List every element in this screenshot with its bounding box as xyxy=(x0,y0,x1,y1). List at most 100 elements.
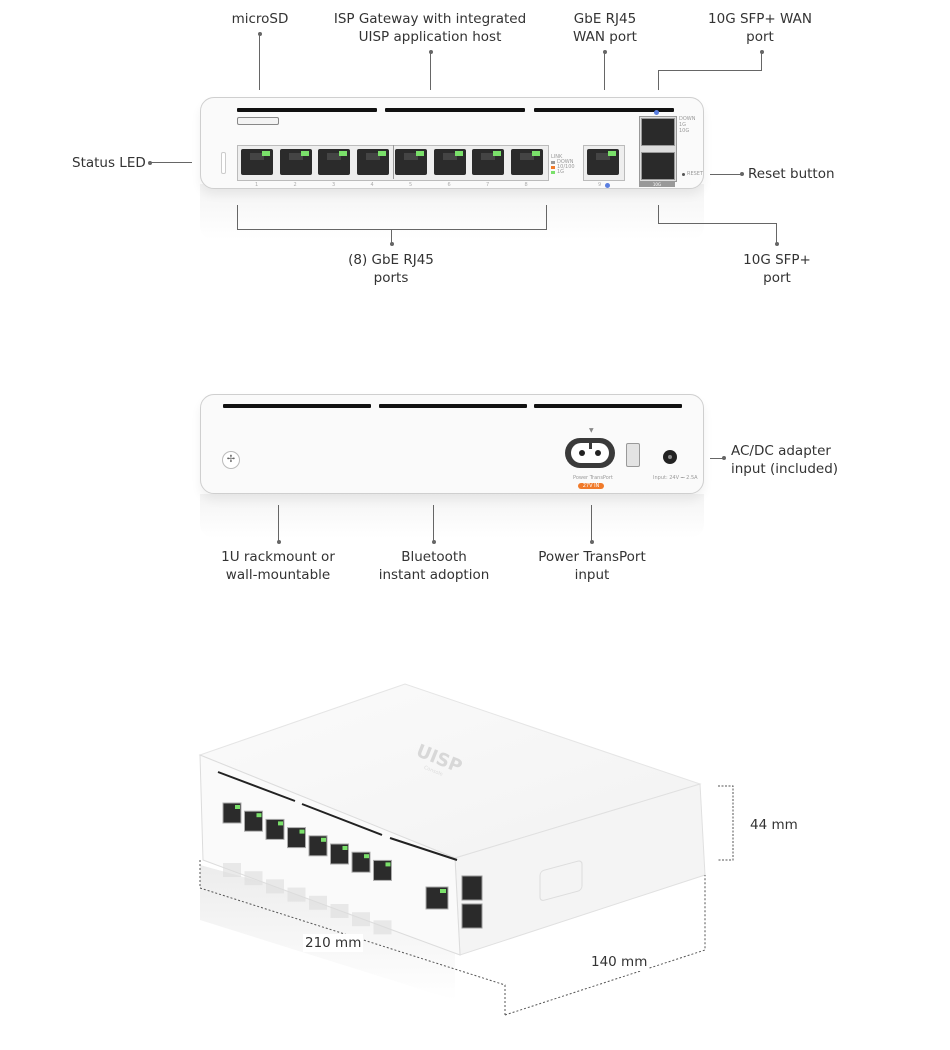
callout-transport: Power TransPort input xyxy=(538,549,646,583)
iso-port-led xyxy=(364,854,369,859)
iso-sfp-wan-port xyxy=(461,875,483,901)
callout-rj45-ports: (8) GbE RJ45 ports xyxy=(348,252,434,286)
dc-input-jack[interactable] xyxy=(663,450,677,464)
iso-port-reflection xyxy=(352,912,370,927)
rj45-port[interactable] xyxy=(395,149,427,175)
iso-port-led xyxy=(342,846,348,850)
callout-line xyxy=(658,70,762,71)
callout-line xyxy=(604,52,605,90)
callout-isp-gateway: ISP Gateway with integrated UISP applica… xyxy=(333,11,527,45)
wan-rj45-port[interactable] xyxy=(587,149,619,175)
vent-slot xyxy=(389,837,458,861)
rj45-port[interactable] xyxy=(472,149,504,175)
rj45-port[interactable] xyxy=(241,149,273,175)
iso-port-led xyxy=(385,862,391,867)
callout-line xyxy=(433,505,434,541)
callout-line xyxy=(430,52,431,90)
callout-bluetooth: Bluetooth instant adoption xyxy=(378,549,490,583)
port-number: 5 xyxy=(409,182,413,188)
iso-port-led xyxy=(256,813,262,818)
vent-slot xyxy=(534,404,682,408)
dimension-height-line xyxy=(718,785,734,861)
iso-port-reflection xyxy=(287,887,306,902)
callout-rackmount: 1U rackmount or wall-mountable xyxy=(221,549,335,583)
callout-line xyxy=(391,229,392,243)
callout-line xyxy=(710,174,742,175)
transport-label: Power TransPort xyxy=(573,475,613,481)
vent-slot xyxy=(379,404,527,408)
vent-slot xyxy=(223,404,371,408)
port-group-divider xyxy=(393,145,394,179)
bluetooth-button[interactable]: ✢ xyxy=(222,451,240,469)
iso-port-reflection xyxy=(330,904,349,918)
iso-port-reflection xyxy=(373,920,392,935)
iso-port-reflection xyxy=(266,879,284,894)
side-label-plate xyxy=(539,860,583,901)
power-transport-input[interactable] xyxy=(565,438,615,468)
transport-arrow-icon: ▼ xyxy=(589,427,594,434)
iso-port-reflection xyxy=(223,863,241,877)
rj45-port[interactable] xyxy=(318,149,350,175)
usb-port[interactable] xyxy=(626,443,640,467)
callout-line xyxy=(710,458,724,459)
dimension-depth-line xyxy=(504,875,706,1016)
callout-dot xyxy=(760,50,764,54)
callout-dot xyxy=(148,161,152,165)
callout-line xyxy=(776,223,777,243)
rj45-port[interactable] xyxy=(356,149,389,175)
port-number: 4 xyxy=(370,182,374,188)
callout-reset-button: Reset button xyxy=(748,166,835,182)
dimension-height: 44 mm xyxy=(750,817,798,833)
wan-port-number: 9 xyxy=(598,182,602,188)
callout-sfp-port: 10G SFP+ port xyxy=(743,252,811,286)
iso-port-reflection xyxy=(244,871,263,886)
callout-dot xyxy=(432,540,436,544)
sfp-speed-tag: 10G xyxy=(639,182,675,187)
callout-status-led: Status LED xyxy=(72,155,146,171)
microsd-slot[interactable] xyxy=(237,117,279,125)
callout-dot xyxy=(740,172,744,176)
vent-slot xyxy=(385,108,525,112)
dc-input-label: Input: 24V ⎓ 2.5A xyxy=(653,475,698,481)
iso-port-led xyxy=(321,837,326,842)
dimension-width: 210 mm xyxy=(303,934,364,952)
reset-button[interactable] xyxy=(682,173,685,176)
rj45-port[interactable] xyxy=(279,149,312,175)
device-reflection xyxy=(200,184,704,240)
callout-line xyxy=(546,205,547,229)
port-number: 1 xyxy=(255,182,259,188)
iso-wan-led xyxy=(440,889,446,893)
callout-dot xyxy=(722,456,726,460)
callout-dot xyxy=(603,50,607,54)
callout-dot xyxy=(258,32,262,36)
callout-microsd: microSD xyxy=(231,11,289,27)
port-number: 3 xyxy=(332,182,336,188)
callout-line xyxy=(278,505,279,541)
iso-sfp-port xyxy=(461,903,483,929)
callout-wan-rj45: GbE RJ45 WAN port xyxy=(573,11,637,45)
transport-badge: 27V IN xyxy=(578,483,604,489)
sfp-wan-port[interactable] xyxy=(641,118,675,146)
callout-ac-dc: AC/DC adapter input (included) xyxy=(731,443,839,477)
sfp-bt-icon xyxy=(654,110,659,115)
dimension-depth: 140 mm xyxy=(589,953,650,971)
status-led xyxy=(221,152,226,174)
callout-line xyxy=(658,70,659,90)
callout-line xyxy=(237,205,238,229)
callout-dot xyxy=(775,242,779,246)
reset-label: RESET xyxy=(687,171,704,177)
callout-line xyxy=(237,229,547,230)
rj45-port[interactable] xyxy=(433,149,466,175)
callout-line xyxy=(658,223,777,224)
port-number: 8 xyxy=(524,182,528,188)
port-number: 2 xyxy=(293,182,297,188)
callout-dot xyxy=(429,50,433,54)
rj45-port[interactable] xyxy=(510,149,543,175)
vent-slot xyxy=(534,108,674,112)
callout-dot xyxy=(390,242,394,246)
iso-reflection xyxy=(200,865,455,1000)
callout-line xyxy=(591,505,592,541)
callout-line xyxy=(658,205,659,224)
sfp-port[interactable] xyxy=(641,152,675,180)
